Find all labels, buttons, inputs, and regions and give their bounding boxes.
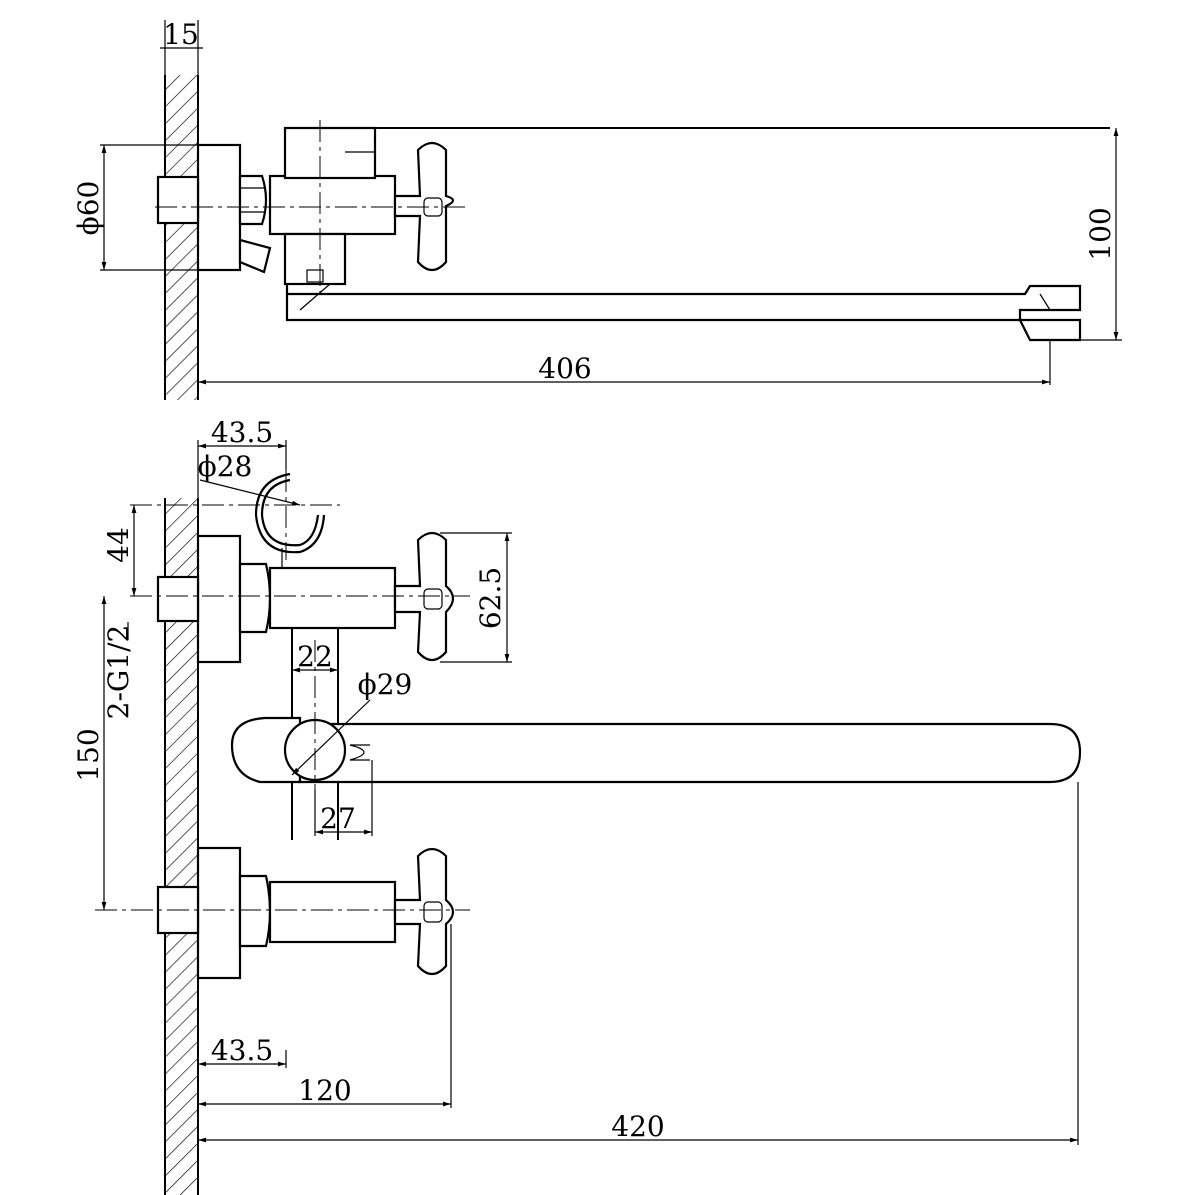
dim-diverter-diameter: ϕ29: [358, 668, 413, 701]
dim-body-width: 22: [297, 640, 333, 673]
dim-spout-height: 100: [1084, 207, 1117, 260]
dim-hook-diameter: ϕ28: [198, 450, 253, 483]
top-view: 15 ϕ60 100 406: [72, 18, 1122, 400]
dim-wall-thickness: 15: [163, 18, 199, 51]
front-view: 43.5 ϕ28 44 62.5 2-G1/2 22 ϕ29 150 27 43: [72, 416, 1082, 1195]
dim-hook-offset-top: 43.5: [211, 416, 273, 449]
wall-section-top: [165, 75, 198, 400]
dim-spout-reach-front: 420: [611, 1110, 664, 1143]
dim-handle-height: 62.5: [474, 567, 507, 629]
dim-flange-diameter: ϕ60: [72, 181, 105, 236]
dim-handle-reach: 120: [298, 1074, 351, 1107]
dim-lever-offset: 27: [320, 802, 356, 835]
dim-spout-reach-top: 406: [538, 352, 591, 385]
dim-hook-offset-bottom: 43.5: [211, 1034, 273, 1067]
inlet-pipe: [156, 175, 200, 225]
dim-hook-height: 44: [102, 527, 135, 563]
dim-thread: 2-G1/2: [102, 625, 135, 720]
dim-inlet-spacing: 150: [72, 728, 105, 781]
